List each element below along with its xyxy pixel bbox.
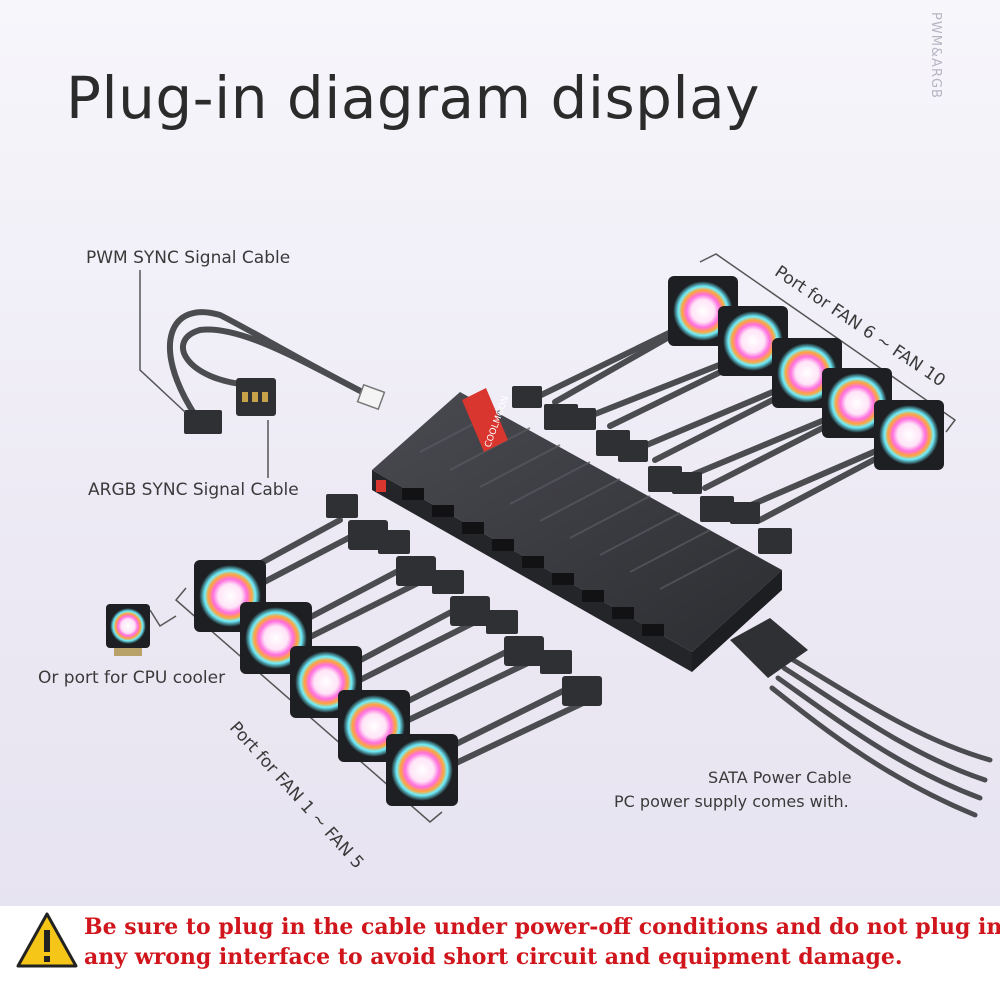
sata-connector	[730, 618, 808, 678]
argb-sync-label: ARGB SYNC Signal Cable	[88, 480, 299, 500]
pwm-sync-label: PWM SYNC Signal Cable	[86, 248, 291, 268]
brand-vertical-label: PWM&ARGB	[928, 12, 943, 99]
cpu-bracket	[149, 609, 177, 628]
lower-fan-cables	[227, 517, 588, 767]
fan-7	[718, 306, 788, 376]
hub-brand-plate	[462, 388, 508, 452]
sata-label-line2: PC power supply comes with.	[614, 792, 849, 811]
fan-6-10-bracket	[699, 253, 957, 433]
leader-lines	[139, 270, 269, 478]
cpu-cooler-icon	[106, 604, 150, 656]
page-title: Plug-in diagram display	[66, 64, 760, 132]
sync-cable	[167, 309, 373, 418]
hub-ports	[402, 488, 664, 636]
warning-text-line2: any wrong interface to avoid short circu…	[84, 944, 903, 970]
cpu-cooler-label: Or port for CPU cooler	[38, 668, 226, 688]
lower-fan-connectors	[326, 494, 602, 706]
upper-fan-connectors	[512, 386, 792, 554]
sync-cable-connector	[356, 383, 386, 411]
warning-banner	[0, 906, 1000, 1000]
sata-label-line1: SATA Power Cable	[708, 768, 852, 787]
warning-icon	[16, 912, 78, 968]
fan-10	[874, 400, 944, 470]
fan-5	[386, 734, 458, 806]
pwm-connector	[184, 410, 222, 434]
sata-cable	[769, 655, 993, 818]
connector-pins	[242, 392, 268, 402]
warning-text-line1: Be sure to plug in the cable under power…	[84, 914, 1000, 940]
hub-controller: COOLMOON	[372, 388, 782, 672]
